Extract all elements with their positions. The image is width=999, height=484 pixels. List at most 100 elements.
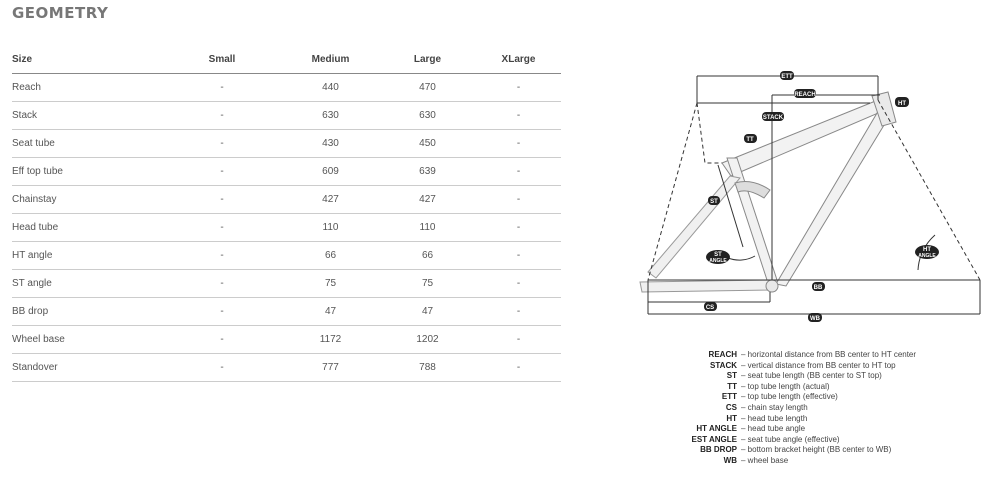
tt-tag-bg: [744, 134, 757, 143]
wb-tag-bg: [808, 313, 822, 322]
cell-xlarge: -: [476, 241, 561, 270]
cell-medium: 777: [282, 353, 379, 382]
row-label: Standover: [12, 353, 162, 382]
stack-tag: STACK: [763, 115, 784, 121]
cell-large: 110: [379, 213, 476, 242]
cell-xlarge: -: [476, 325, 561, 354]
ht-tag: HT: [898, 101, 906, 107]
cell-large: 66: [379, 241, 476, 270]
cell-large: 639: [379, 157, 476, 186]
legend-item: TT – top tube length (actual): [650, 382, 916, 393]
column-header-size: Size: [12, 46, 162, 74]
page-title: GEOMETRY: [12, 4, 109, 22]
row-label: ST angle: [12, 269, 162, 298]
legend-item: ST– seat tube length (BB center to ST to…: [650, 371, 916, 382]
cell-medium: 440: [282, 73, 379, 102]
legend-key: REACH: [708, 350, 737, 359]
st-angle-tag-line2: ANGLE: [709, 258, 727, 264]
cell-medium: 110: [282, 213, 379, 242]
row-label: Wheel base: [12, 325, 162, 354]
legend-item: ETT– top tube length (effective): [650, 392, 916, 403]
row-label: Stack: [12, 101, 162, 130]
st-tag-bg: [708, 196, 720, 205]
cell-small: -: [162, 129, 282, 158]
reach-tag: REACH: [794, 92, 815, 98]
cell-large: 75: [379, 269, 476, 298]
cell-xlarge: -: [476, 73, 561, 102]
cs-tag: CS: [706, 305, 714, 311]
cell-medium: 66: [282, 241, 379, 270]
cell-small: -: [162, 213, 282, 242]
cell-medium: 609: [282, 157, 379, 186]
legend-item: EST ANGLE– seat tube angle (effective): [650, 435, 916, 446]
cell-medium: 430: [282, 129, 379, 158]
legend-description: – chain stay length: [741, 402, 808, 412]
cell-small: -: [162, 353, 282, 382]
cell-small: -: [162, 269, 282, 298]
cs-tag-bg: [704, 302, 717, 311]
legend-key: HT: [726, 413, 737, 423]
legend-description: – top tube length (effective): [741, 392, 838, 402]
cell-xlarge: -: [476, 213, 561, 242]
gusset: [734, 181, 771, 199]
cell-xlarge: -: [476, 157, 561, 186]
reach-tag-bg: [794, 89, 816, 98]
legend-description: – top tube length (actual): [741, 381, 830, 391]
legend-key: TT: [727, 381, 737, 391]
cell-xlarge: -: [476, 129, 561, 158]
cell-xlarge: -: [476, 353, 561, 382]
tt-tag: TT: [746, 137, 754, 143]
cell-medium: 630: [282, 101, 379, 130]
ht-angle-tag-line1: HT: [923, 247, 931, 253]
st-angle-tag-bg: [706, 250, 730, 264]
chain-stay: [639, 279, 775, 293]
row-label: Head tube: [12, 213, 162, 242]
row-label: Reach: [12, 73, 162, 102]
legend-item: REACH– horizontal distance from BB cente…: [650, 350, 917, 361]
column-header-large: Large: [379, 46, 476, 74]
row-label: HT angle: [12, 241, 162, 270]
legend-description: – seat tube length (BB center to ST top): [741, 371, 882, 381]
ht-angle-tag-bg: [915, 245, 939, 259]
row-label: Eff top tube: [12, 157, 162, 186]
cell-small: -: [162, 73, 282, 102]
legend-description: – vertical distance from BB center to HT…: [741, 360, 896, 370]
ht-tag-bg: [895, 97, 909, 107]
cell-large: 788: [379, 353, 476, 382]
ett-tag: ETT: [781, 74, 793, 80]
cell-large: 1202: [379, 325, 476, 354]
st-tag: ST: [710, 199, 718, 205]
legend-item: CS– chain stay length: [650, 403, 916, 414]
cell-large: 427: [379, 185, 476, 214]
stack-tag-bg: [762, 112, 784, 121]
cell-small: -: [162, 101, 282, 130]
column-header-xlarge: XLarge: [476, 46, 561, 74]
legend-item: WB– wheel base: [650, 456, 916, 467]
cell-xlarge: -: [476, 269, 561, 298]
cell-medium: 427: [282, 185, 379, 214]
legend-description: – head tube angle: [741, 424, 806, 434]
cell-large: 470: [379, 73, 476, 102]
cell-small: -: [162, 157, 282, 186]
legend-key: BB DROP: [700, 445, 737, 455]
column-header-medium: Medium: [282, 46, 379, 74]
row-label: Chainstay: [12, 185, 162, 214]
legend-item: STACK– vertical distance from BB center …: [650, 361, 916, 372]
cell-xlarge: -: [476, 101, 561, 130]
legend-description: – wheel base: [741, 455, 789, 465]
cell-medium: 75: [282, 269, 379, 298]
legend-item: HT ANGLE– head tube angle: [650, 424, 916, 435]
cell-xlarge: -: [476, 185, 561, 214]
bike-geometry-diagram: ETT REACH HT STACK TT ST ST ANGLE HT ANG…: [639, 71, 981, 322]
cell-medium: 1172: [282, 325, 379, 354]
ht-angle-tag-line2: ANGLE: [918, 253, 936, 259]
